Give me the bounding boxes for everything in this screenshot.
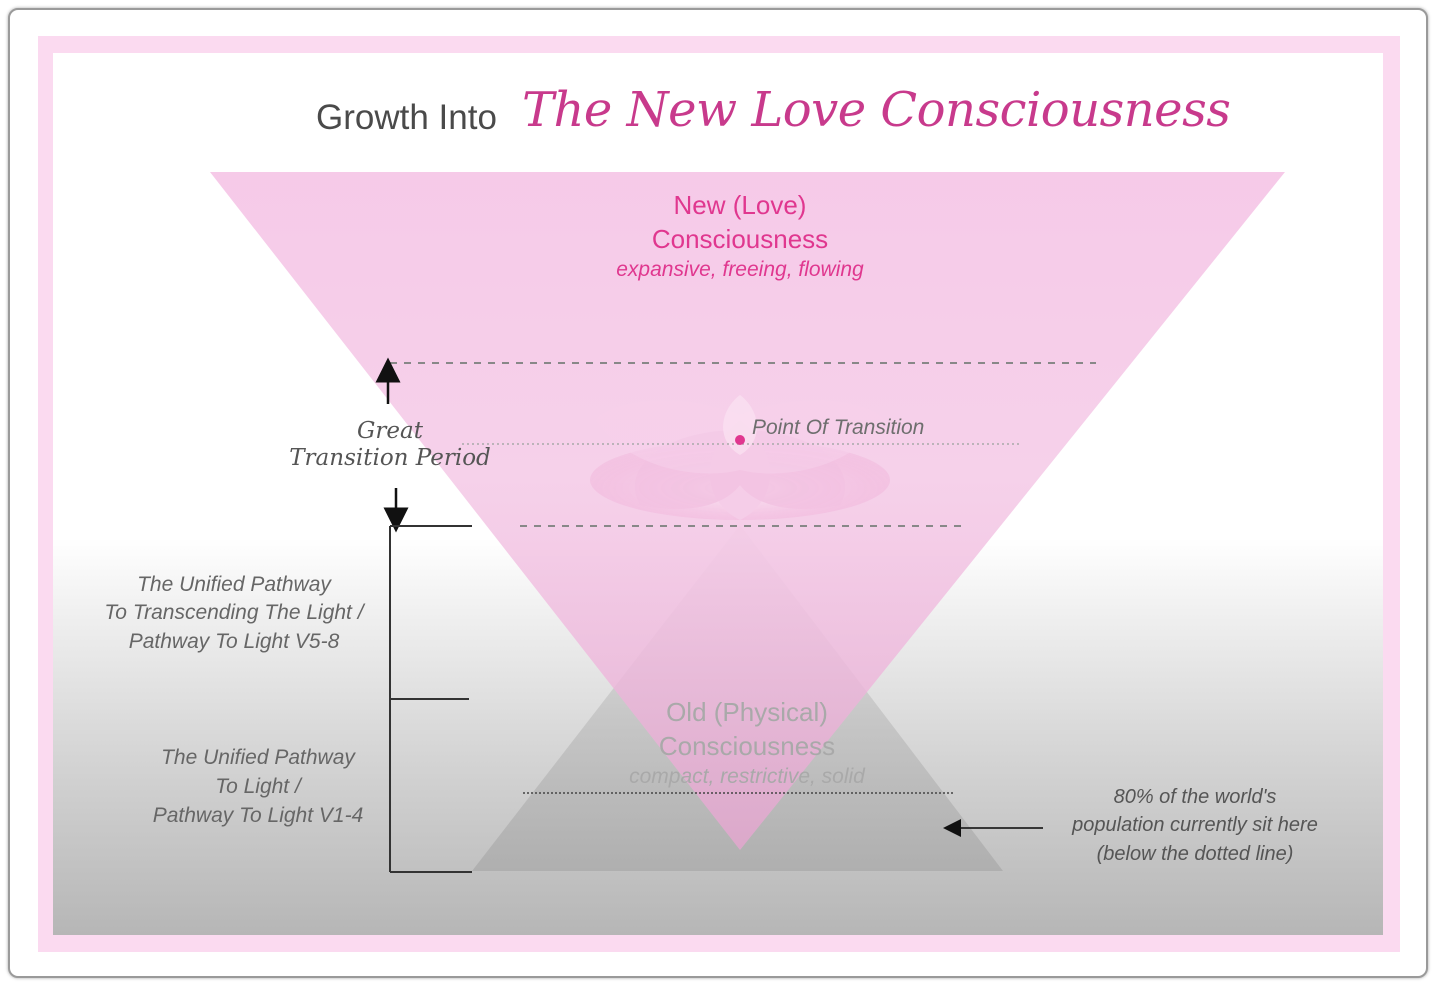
new-consciousness-subtitle: Consciousness bbox=[651, 224, 829, 254]
upper-pathway-label: To Transcending The Light / bbox=[104, 601, 364, 624]
pathway-bracket bbox=[389, 525, 472, 873]
lower-pathway-label: The Unified Pathway bbox=[161, 746, 355, 769]
population-note: population currently sit here bbox=[1072, 814, 1318, 836]
old-consciousness-subtitle: Consciousness bbox=[658, 731, 836, 761]
population-note: (below the dotted line) bbox=[1096, 843, 1294, 865]
old-consciousness-title: Old (Physical) bbox=[666, 697, 828, 727]
transition-point-marker bbox=[735, 435, 745, 445]
upper-pathway-label: Pathway To Light V5-8 bbox=[128, 630, 340, 653]
population-note: 80% of the world's bbox=[1113, 786, 1277, 808]
old-consciousness-description: compact, restrictive, solid bbox=[629, 765, 865, 788]
new-consciousness-description: expansive, freeing, flowing bbox=[616, 258, 864, 281]
transition-point-label: Point Of Transition bbox=[752, 416, 925, 439]
title-prefix: Growth Into bbox=[316, 98, 497, 137]
title-script: The New Love Consciousness bbox=[522, 82, 1231, 138]
great-transition-label: Great bbox=[357, 418, 423, 444]
new-consciousness-title: New (Love) bbox=[673, 190, 807, 220]
upper-pathway-label: The Unified Pathway bbox=[137, 573, 331, 596]
great-transition-label: Transition Period bbox=[289, 445, 491, 471]
lotus-icon bbox=[590, 395, 890, 520]
lower-pathway-label: To Light / bbox=[215, 775, 301, 798]
lower-pathway-label: Pathway To Light V1-4 bbox=[152, 804, 364, 827]
